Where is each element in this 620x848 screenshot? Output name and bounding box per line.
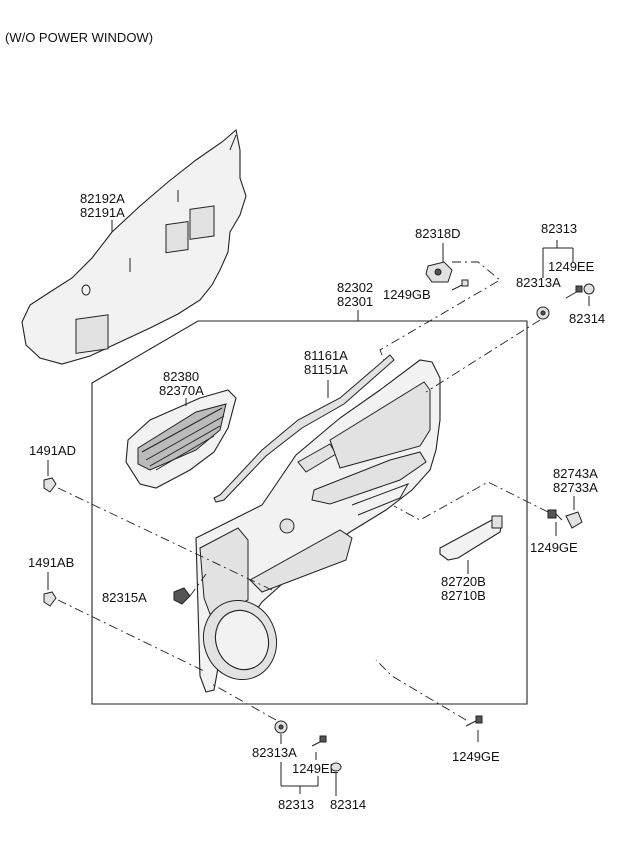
label-pull-handle-a: 82720B xyxy=(441,574,486,589)
label-panel-b: 82301 xyxy=(337,294,373,309)
clip-315a-dash xyxy=(189,573,207,597)
label-cap-bottom: 82314 xyxy=(330,797,366,812)
label-handle-cover-a: 82743A xyxy=(553,466,598,481)
label-clip-d: 82318D xyxy=(415,226,461,241)
label-pocket-b: 82370A xyxy=(159,383,204,398)
label-panel-a: 82302 xyxy=(337,280,373,295)
handle-cover xyxy=(565,511,583,529)
label-cap-a-top: 82313A xyxy=(516,275,561,290)
cap-82314-top xyxy=(583,283,595,295)
label-screw-ee-top: 1249EE xyxy=(548,259,595,274)
pull-handle xyxy=(439,515,503,561)
label-bolt-gb: 1249GB xyxy=(383,287,431,302)
label-insulation-b: 82191A xyxy=(80,205,125,220)
label-weatherstrip-b: 81151A xyxy=(304,362,348,377)
screw-group-top-bracket xyxy=(542,240,574,278)
cap-82314-bottom xyxy=(330,762,342,772)
clip-dash xyxy=(379,261,501,361)
bolt-1249gb xyxy=(451,279,469,291)
cap-bottom-dash xyxy=(211,683,277,721)
clip-ad-dash xyxy=(57,487,273,591)
label-pocket-a: 82380 xyxy=(163,369,199,384)
label-screw-ge-right: 1249GE xyxy=(530,540,578,555)
screw-group-bottom-bracket xyxy=(280,762,319,794)
label-handle-cover-b: 82733A xyxy=(553,480,598,495)
door-pocket xyxy=(125,389,237,489)
panel-assembly-frame xyxy=(91,320,528,705)
handle-dash xyxy=(393,481,549,521)
clip-ab-dash xyxy=(57,599,207,673)
diagram-title: (W/O POWER WINDOW) xyxy=(5,30,153,45)
label-cap-top: 82314 xyxy=(569,311,605,326)
label-screw-group-top: 82313 xyxy=(541,221,577,236)
screw-1249ee-top xyxy=(565,285,583,299)
door-trim-panel xyxy=(195,359,441,693)
door-insulation-sheet xyxy=(21,128,247,365)
clip-1491ab xyxy=(43,591,57,607)
label-screw-ge-bottom: 1249GE xyxy=(452,749,500,764)
label-insulation-a: 82192A xyxy=(80,191,125,206)
label-clip-ab: 1491AB xyxy=(28,555,74,570)
screw-top-dash xyxy=(425,319,541,393)
screw-1249ge-right xyxy=(547,509,563,521)
label-clip-ad: 1491AD xyxy=(29,443,76,458)
clip-82318d xyxy=(425,261,453,283)
label-pull-handle-b: 82710B xyxy=(441,588,486,603)
label-screw-group-bottom: 82313 xyxy=(278,797,314,812)
cap-82313a-top xyxy=(536,306,550,320)
belt-weatherstrip xyxy=(213,354,395,503)
label-weatherstrip-a: 81161A xyxy=(304,348,348,363)
cap-82313a-bottom xyxy=(274,720,288,734)
clip-1491ad xyxy=(43,477,57,493)
clip-82315a xyxy=(173,587,191,605)
screw-1249ge-bottom xyxy=(465,715,483,727)
screw-1249ee-bottom xyxy=(311,735,327,747)
label-screw-ee-bottom: 1249EE xyxy=(292,761,339,776)
screw-ge-bottom-dash xyxy=(375,659,467,721)
label-clip-315a: 82315A xyxy=(102,590,147,605)
label-cap-a-bottom: 82313A xyxy=(252,745,297,760)
